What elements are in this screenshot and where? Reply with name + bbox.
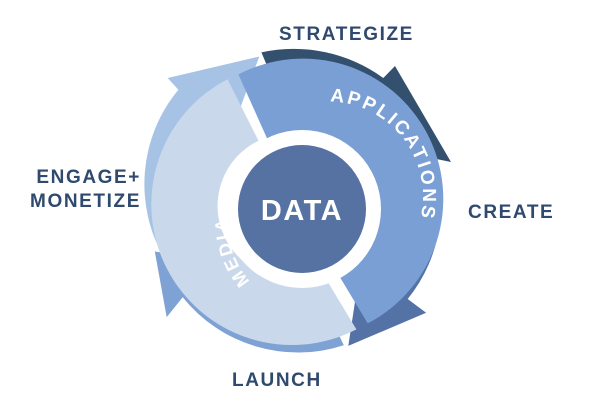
engage-monetize-label: ENGAGE+ MONETIZE <box>19 166 141 214</box>
applications-ring <box>238 58 444 324</box>
create-label: CREATE <box>468 202 555 223</box>
strategize-label: STRATEGIZE <box>279 24 414 45</box>
data-label: DATA <box>261 195 343 227</box>
engage-label-line2: MONETIZE <box>30 191 141 212</box>
data-hub <box>238 145 366 273</box>
launch-label: LAUNCH <box>232 370 322 391</box>
engage-label-line1: ENGAGE+ <box>36 167 141 188</box>
